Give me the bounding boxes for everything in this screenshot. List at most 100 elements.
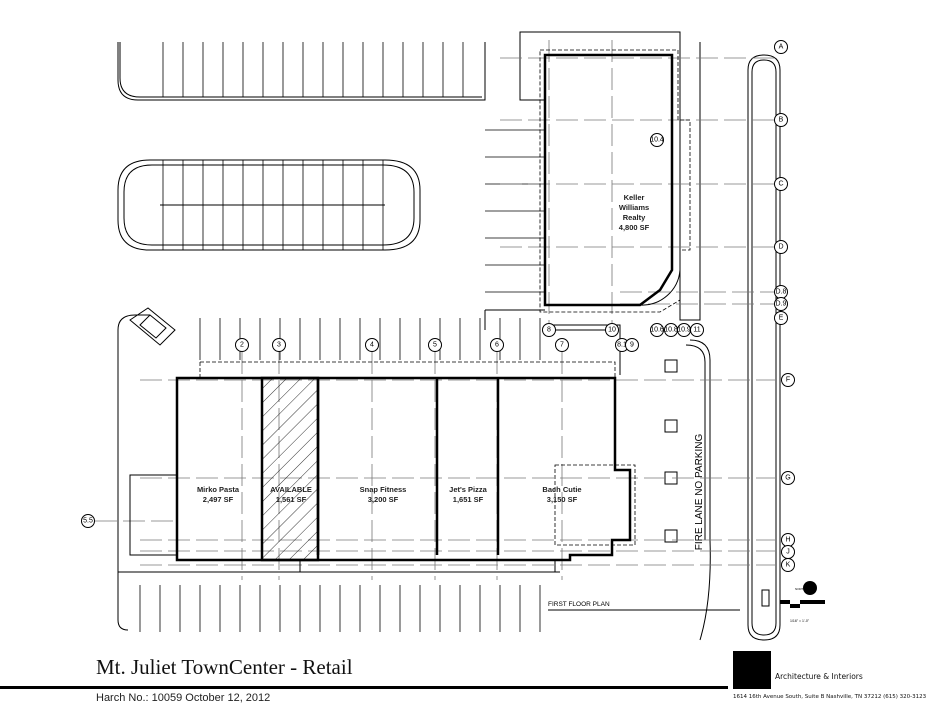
firm-tagline: Architecture & Interiors xyxy=(775,672,863,681)
firm-address: 1614 16th Avenue South, Suite B Nashvill… xyxy=(733,694,927,700)
north-label: NORTH xyxy=(795,587,806,591)
parking-stalls-retail-top xyxy=(199,318,541,360)
fire-lane-curb-inner xyxy=(685,344,706,540)
grid-bubble-label: 10.9 xyxy=(677,327,691,334)
grid-bubble-label: 8.1 xyxy=(617,342,627,349)
grid-bubble: G xyxy=(781,471,795,485)
drawing-title: Mt. Juliet TownCenter - Retail xyxy=(96,655,353,679)
tenant-name-mirko-pasta: Mirko Pasta xyxy=(197,485,240,494)
grid-bubble: A xyxy=(774,40,788,54)
parking-stalls-island xyxy=(162,160,384,250)
grid-bubble-label: 4 xyxy=(370,342,374,349)
tenant-name-bach-cutie: Bach Cutie xyxy=(542,485,581,494)
tenant-area-jets-pizza: 1,651 SF xyxy=(453,495,484,504)
grid-bubble-label: 10.6 xyxy=(650,327,664,334)
sidewalk-edge xyxy=(519,31,701,321)
grid-bubble-label: 5.5 xyxy=(83,518,93,525)
grid-bubble: 10.8 xyxy=(664,323,678,337)
tenant-area-bach-cutie: 3,150 SF xyxy=(547,495,578,504)
tenant-name-jets-pizza: Jet's Pizza xyxy=(449,485,487,494)
grid-bubble: 10 xyxy=(605,323,619,337)
grid-bubble: 5 xyxy=(428,338,442,352)
scale-bar: 1/16" = 1'-0" xyxy=(780,600,825,623)
tenant-area-snap-fitness: 3,200 SF xyxy=(368,495,399,504)
grid-bubble-label: D.9 xyxy=(776,301,787,308)
parking-stalls-bottom xyxy=(139,585,541,632)
grid-bubble: 6 xyxy=(490,338,504,352)
grid-bubble: 8 xyxy=(542,323,556,337)
fire-lane-label: FIRE LANE NO PARKING xyxy=(694,434,705,551)
grid-bubble-label: 10.4 xyxy=(650,137,664,144)
grid-bubble-label: E xyxy=(779,315,784,322)
grid-bubble-label: 9 xyxy=(630,342,634,349)
grid-bubble: 10.4 xyxy=(650,133,664,147)
grid-bubble: 7 xyxy=(555,338,569,352)
tenant-labels: Mirko Pasta 2,497 SF AVAILABLE 1,561 SF … xyxy=(197,193,650,504)
retail-building xyxy=(129,307,636,573)
grid-bubble-label: 3 xyxy=(277,342,281,349)
parking-stalls-side xyxy=(485,129,545,293)
grid-bubble-label: 11 xyxy=(693,327,700,334)
title-rule xyxy=(0,686,728,689)
grid-bubble: E xyxy=(774,311,788,325)
scale-label: 1/16" = 1'-0" xyxy=(790,619,810,623)
grid-bubble: 9 xyxy=(625,338,639,352)
grid-bubble: D xyxy=(774,240,788,254)
grid-bubble: 8.1 xyxy=(615,338,629,352)
grid-bubble: H xyxy=(781,533,795,547)
grid-bubble-label: G xyxy=(785,475,790,482)
tenant-name-keller-2: Williams xyxy=(619,203,649,212)
parking-edge-right xyxy=(519,42,545,101)
grid-bubble-label: 7 xyxy=(560,342,564,349)
grid-bubble-label: A xyxy=(779,44,784,51)
grid-bubble: D.9 xyxy=(774,297,788,311)
keller-williams-building xyxy=(539,49,691,313)
grid-bubble: 5.5 xyxy=(81,514,95,528)
grid-bubble: 4 xyxy=(365,338,379,352)
grid-bubble: 10.6 xyxy=(650,323,664,337)
parking-lot-edge xyxy=(117,42,486,101)
parking-edge-left xyxy=(117,314,150,631)
north-arrow-icon xyxy=(803,581,817,595)
grid-bubble: B xyxy=(774,113,788,127)
grid-lines xyxy=(95,40,775,580)
firm-logo xyxy=(733,651,771,689)
grid-bubble-label: 8 xyxy=(547,327,551,334)
grid-bubble: 11 xyxy=(690,323,704,337)
grid-bubble-label: 10.8 xyxy=(664,327,678,334)
grid-bubble-label: H xyxy=(785,537,790,544)
grid-bubble-label: K xyxy=(786,562,791,569)
tenant-area-keller: 4,800 SF xyxy=(619,223,650,232)
tenant-name-available: AVAILABLE xyxy=(270,485,312,494)
grid-bubble-label: C xyxy=(778,181,783,188)
grid-bubble-label: 2 xyxy=(240,342,244,349)
grid-bubble: D.8 xyxy=(774,285,788,299)
grid-bubble-label: D xyxy=(778,244,783,251)
grid-bubble-label: B xyxy=(779,117,784,124)
tenant-name-snap-fitness: Snap Fitness xyxy=(360,485,407,494)
grid-bubble: J xyxy=(781,545,795,559)
grid-bubble: C xyxy=(774,177,788,191)
grid-bubble-label: 5 xyxy=(433,342,437,349)
grid-bubble-label: J xyxy=(786,549,790,556)
tenant-name-keller: Keller xyxy=(624,193,645,202)
grid-bubble: 3 xyxy=(272,338,286,352)
parking-stalls-top xyxy=(162,42,464,97)
available-suite-hatch xyxy=(260,376,320,562)
planters xyxy=(664,359,770,607)
grid-bubble: 2 xyxy=(235,338,249,352)
tenant-area-available: 1,561 SF xyxy=(276,495,307,504)
grid-bubble: K xyxy=(781,558,795,572)
grid-bubble-label: 6 xyxy=(495,342,499,349)
drawing-subtitle: Harch No.: 10059 October 12, 2012 xyxy=(96,692,271,704)
grid-bubble-label: 10 xyxy=(608,327,616,334)
grid-bubble-label: F xyxy=(786,377,790,384)
plan-label: FIRST FLOOR PLAN xyxy=(548,601,610,608)
grid-bubble: F xyxy=(781,373,795,387)
grid-bubble: 10.9 xyxy=(677,323,691,337)
grid-bubble-label: D.8 xyxy=(776,289,787,296)
tenant-name-keller-3: Realty xyxy=(623,213,646,222)
road-lane xyxy=(747,54,781,641)
